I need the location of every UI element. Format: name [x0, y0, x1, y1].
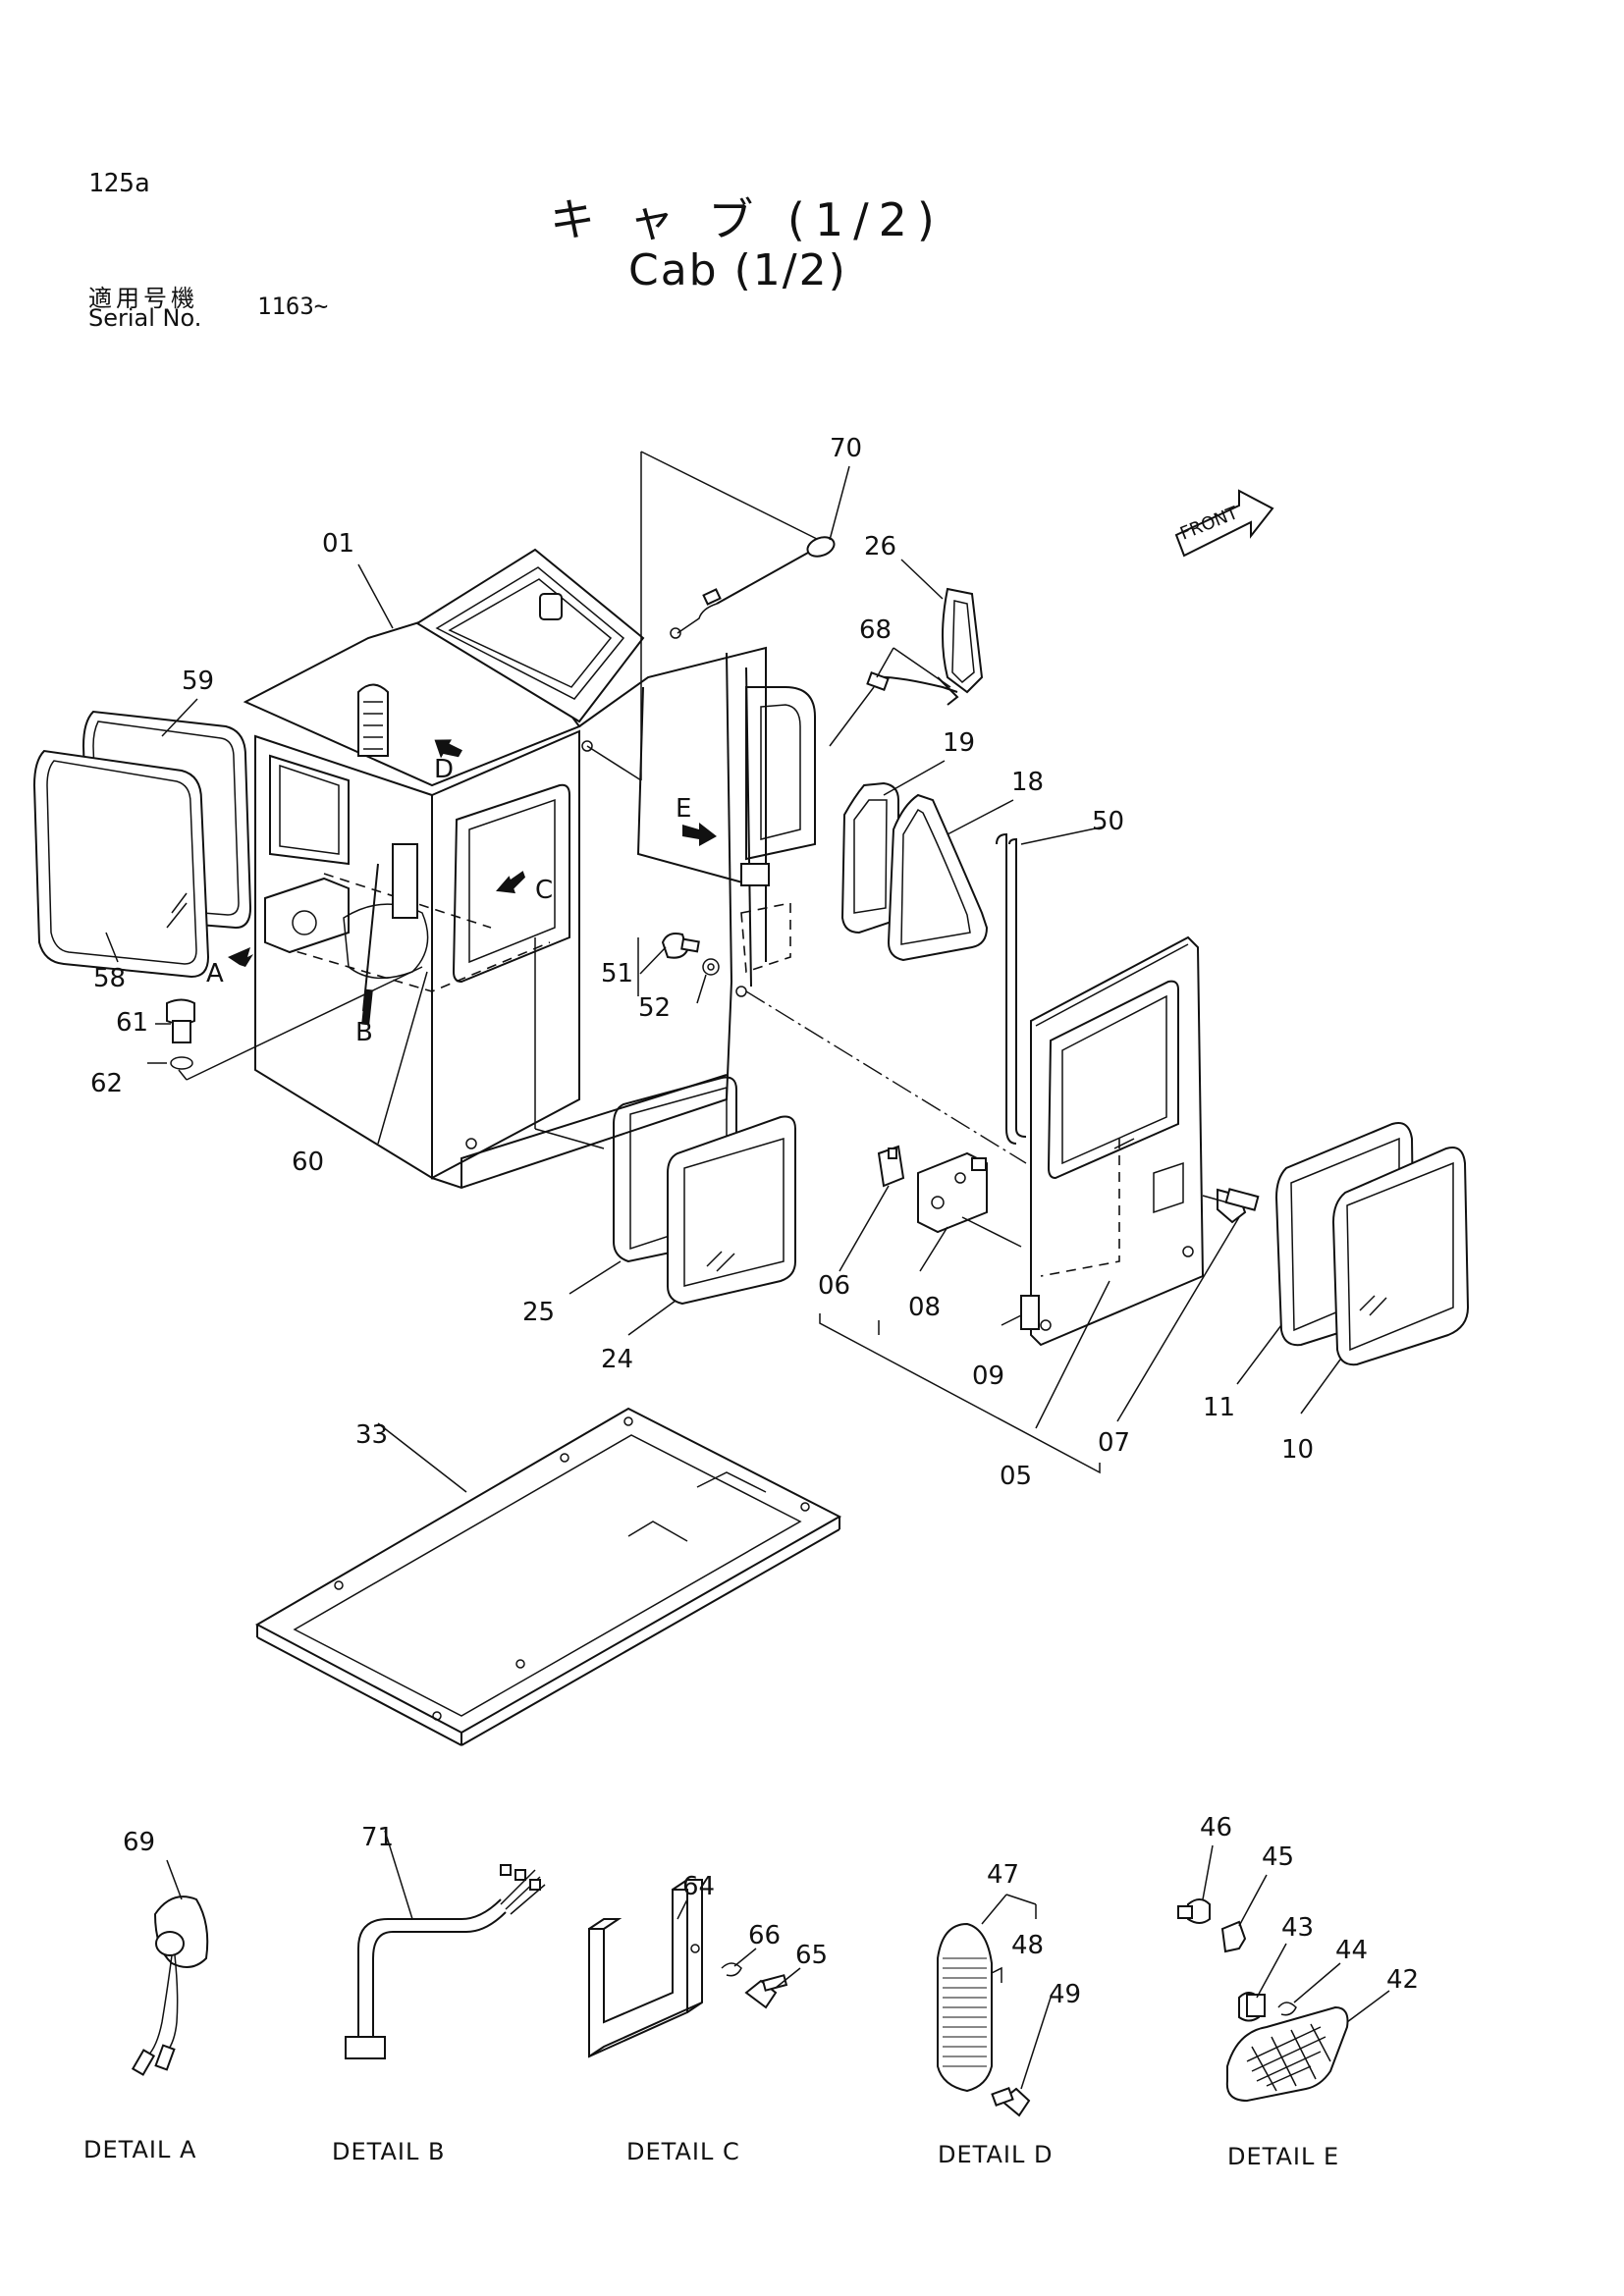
part-52-washer [702, 958, 720, 976]
serial-number-value: 1163~ [257, 293, 329, 320]
view-marker-d: D [434, 755, 454, 784]
part-61-bolt [166, 998, 195, 1043]
callout-65: 65 [795, 1941, 828, 1970]
detail-e-drawing [1177, 1898, 1349, 2103]
detail-b-drawing [345, 1864, 546, 2059]
callout-11: 11 [1203, 1393, 1235, 1422]
part-07-door-knob [1202, 1188, 1260, 1224]
part-26-rear-mirror [942, 587, 984, 694]
part-68-mirror-stay [829, 671, 959, 747]
cab-body-assembly [243, 548, 816, 1190]
callout-42: 42 [1386, 1965, 1419, 1995]
detail-a-label: DETAIL A [83, 2136, 196, 2163]
serial-label-english: Serial No. [88, 304, 202, 332]
page-id: 125a [88, 169, 150, 198]
callout-24: 24 [601, 1345, 633, 1374]
detail-b-label: DETAIL B [332, 2138, 445, 2165]
callout-10: 10 [1281, 1435, 1314, 1465]
part-06-door-striker [877, 1145, 905, 1188]
callout-25: 25 [522, 1298, 555, 1327]
view-marker-a: A [206, 959, 224, 988]
part-58-window-glass-left [32, 749, 210, 979]
callout-66: 66 [748, 1921, 781, 1950]
view-marker-c: C [535, 876, 553, 905]
phantom-leader-lines [178, 451, 1027, 1164]
part-59-window-seal-left [81, 710, 252, 930]
callout-26: 26 [864, 532, 896, 561]
part-50-door-seal-strip [996, 832, 1027, 1145]
callout-43: 43 [1281, 1913, 1314, 1943]
callout-49: 49 [1049, 1980, 1081, 2009]
part-70-cab-light [670, 536, 836, 639]
callout-59: 59 [182, 667, 214, 696]
part-33-floor-mat [254, 1407, 842, 1746]
callout-05: 05 [1000, 1462, 1032, 1491]
part-18-small-window-glass [887, 793, 989, 962]
callout-44: 44 [1335, 1936, 1368, 1965]
callout-08: 08 [908, 1293, 941, 1322]
callout-33: 33 [355, 1420, 388, 1450]
callout-58: 58 [93, 964, 126, 993]
callout-labels: 70 26 68 01 59 58 19 18 50 51 52 61 62 6… [83, 434, 1419, 2170]
part-24-door-window-glass [667, 1115, 796, 1306]
callout-50: 50 [1092, 807, 1124, 836]
callout-52: 52 [638, 993, 671, 1023]
callout-06: 06 [818, 1271, 850, 1301]
view-arrows [228, 739, 717, 967]
callout-09: 09 [972, 1362, 1004, 1391]
callout-18: 18 [1011, 768, 1044, 797]
callout-07: 07 [1098, 1428, 1130, 1458]
callout-01: 01 [322, 529, 354, 559]
door-group-bracket [819, 1313, 1101, 1474]
front-direction-marker: FRONT [1174, 489, 1274, 558]
detail-c-drawing [588, 1879, 788, 2058]
detail-e-label: DETAIL E [1227, 2143, 1339, 2170]
view-marker-b: B [355, 1018, 373, 1047]
callout-69: 69 [123, 1828, 155, 1857]
part-10-door-window-glass [1331, 1147, 1470, 1366]
callout-60: 60 [292, 1148, 324, 1177]
part-08-door-lock [917, 1151, 1022, 1248]
page-title-japanese: キ ャ ブ (1/2) [550, 193, 945, 246]
page-title-english: Cab (1/2) [628, 245, 847, 295]
detail-d-label: DETAIL D [938, 2141, 1053, 2168]
callout-61: 61 [116, 1008, 148, 1038]
callout-71: 71 [361, 1823, 394, 1852]
callout-19: 19 [943, 728, 975, 758]
serial-label-japanese: 適用号機 [88, 285, 198, 312]
callout-62: 62 [90, 1069, 123, 1098]
callout-48: 48 [1011, 1931, 1044, 1960]
detail-c-label: DETAIL C [626, 2138, 740, 2165]
callout-64: 64 [682, 1872, 715, 1901]
callout-51: 51 [601, 959, 633, 988]
detail-a-drawing [131, 1896, 209, 2076]
view-marker-e: E [676, 794, 691, 824]
callout-46: 46 [1200, 1813, 1232, 1842]
detail-d-drawing [937, 1922, 1031, 2117]
part-51-bolt [661, 933, 700, 959]
part-62-washer [170, 1056, 193, 1070]
callout-68: 68 [859, 615, 892, 645]
callout-45: 45 [1262, 1842, 1294, 1872]
callout-leader-lines [105, 465, 1390, 2090]
callout-70: 70 [830, 434, 862, 463]
part-05-cab-door [1020, 935, 1205, 1347]
callout-47: 47 [987, 1860, 1019, 1890]
